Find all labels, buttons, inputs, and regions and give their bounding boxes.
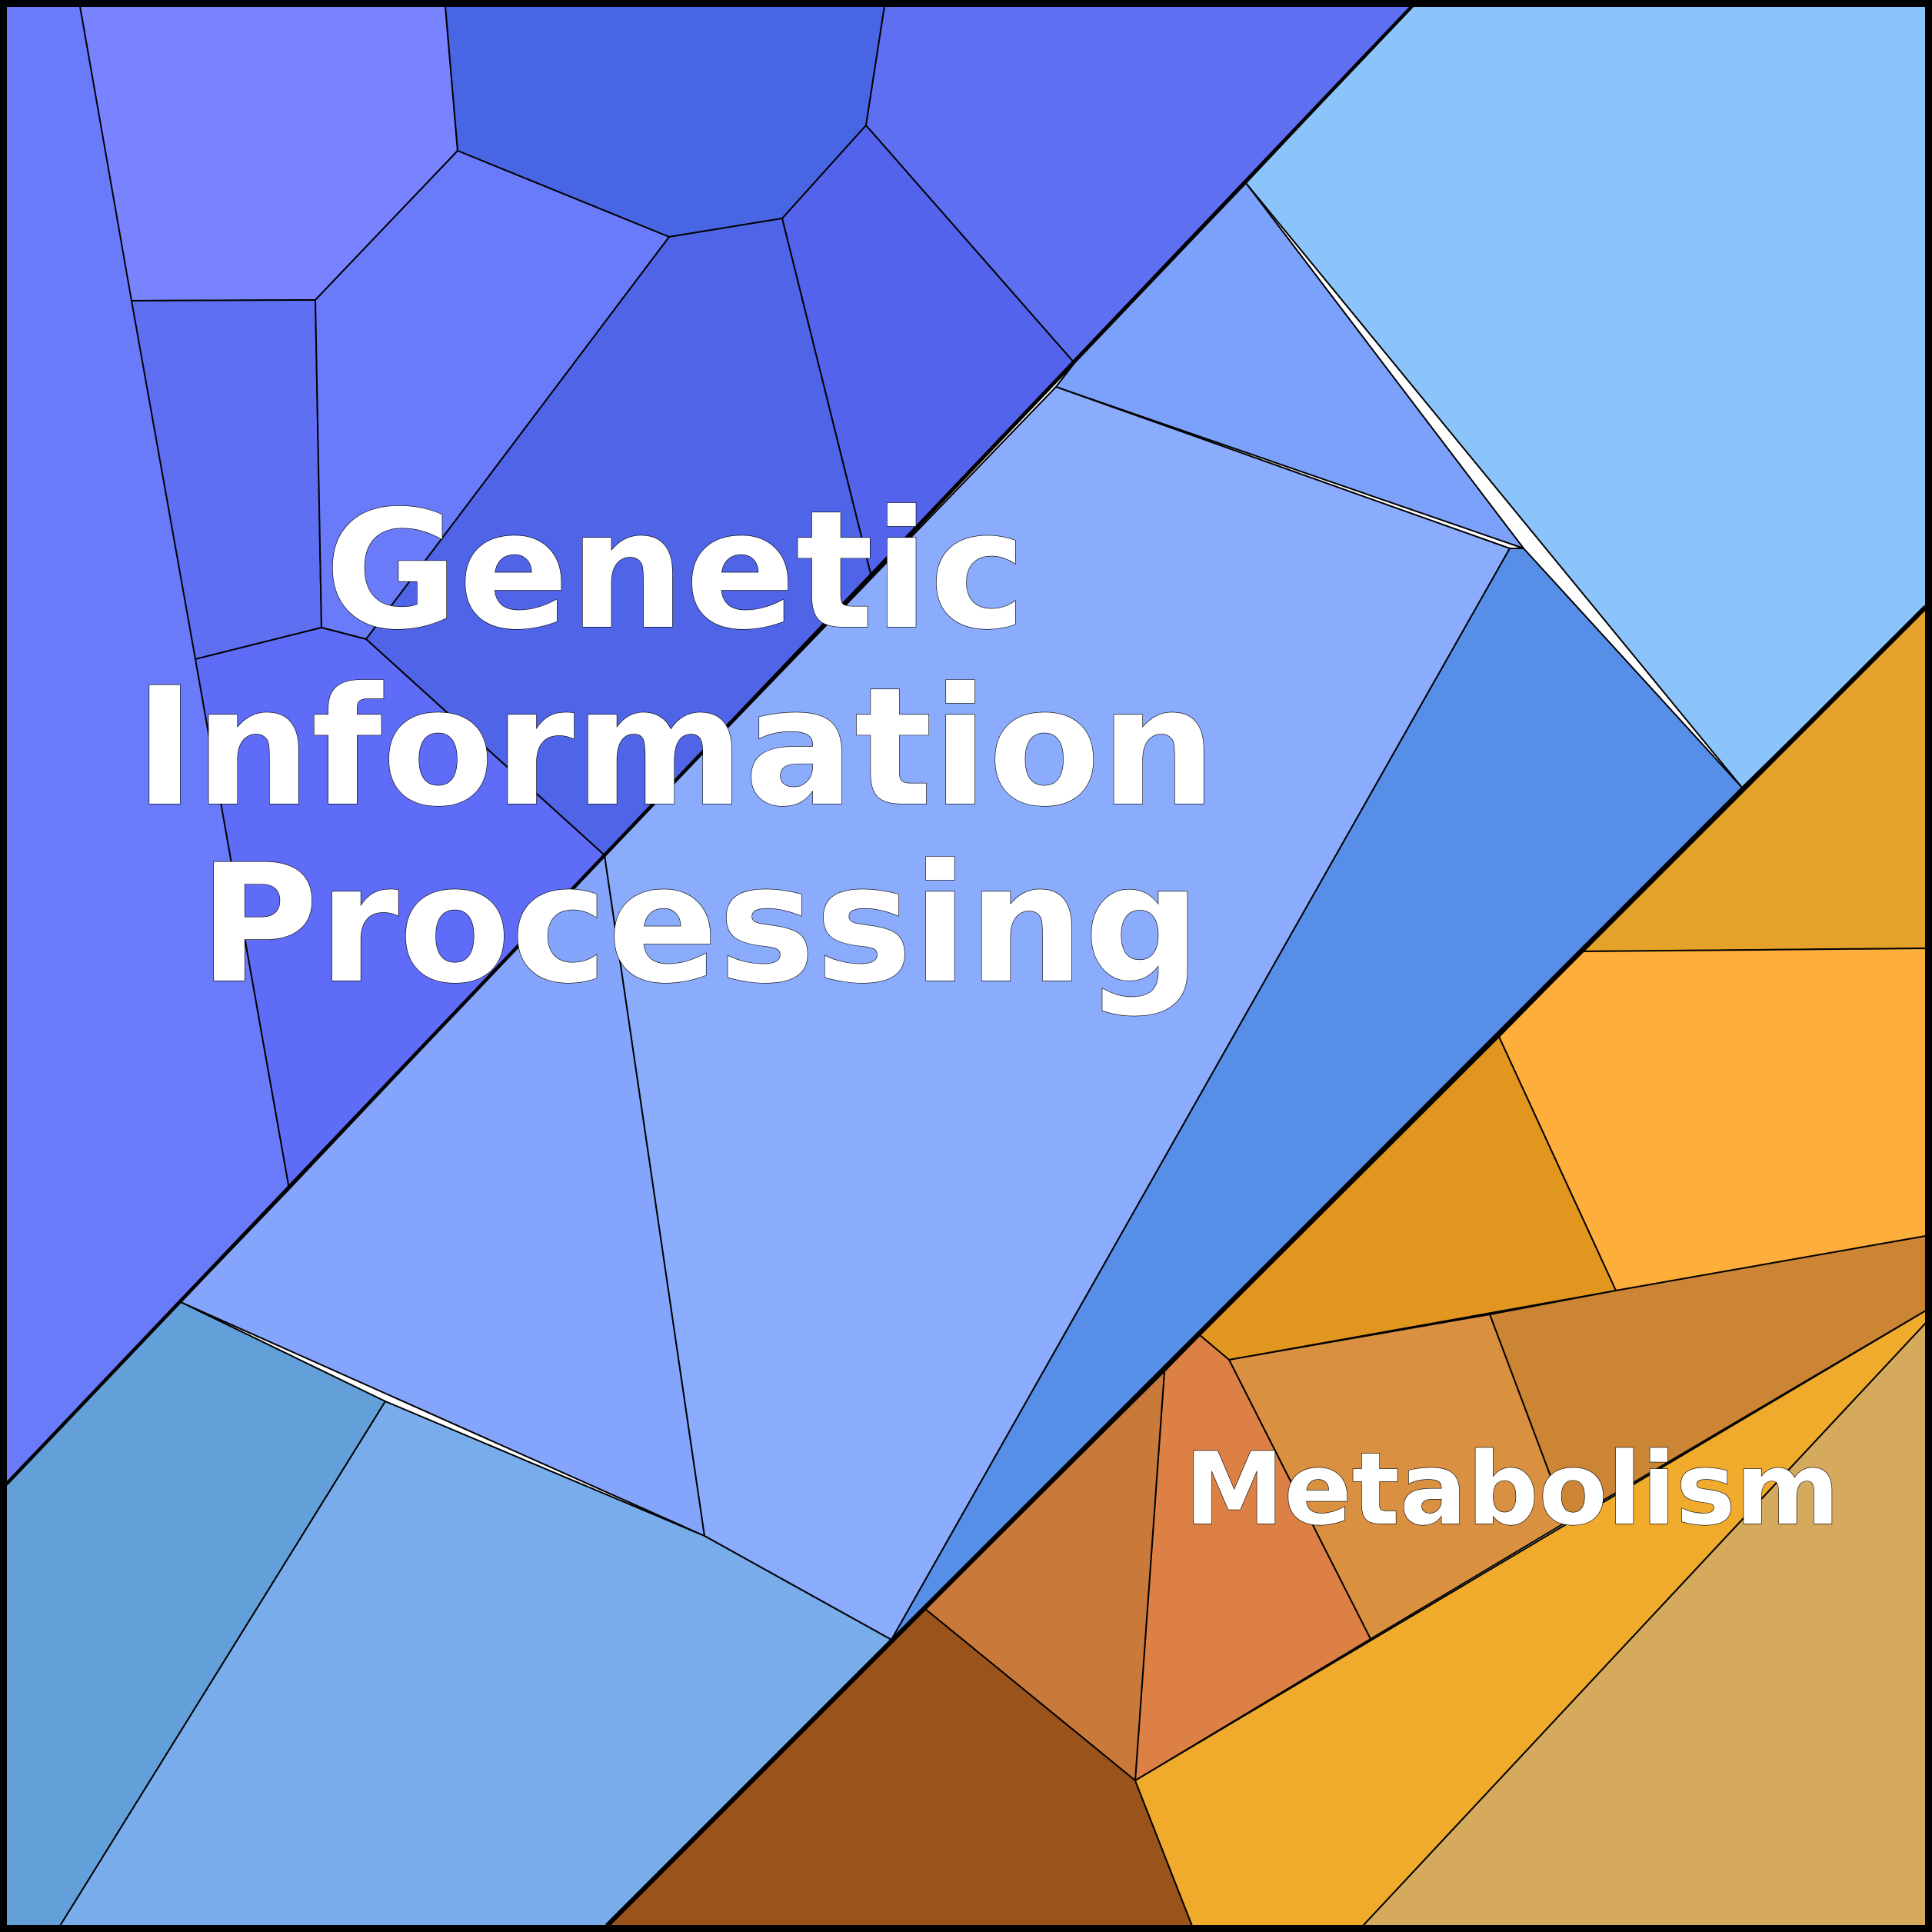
metabolism-region (606, 606, 1927, 1927)
label-line: Metabolism (1184, 1431, 1840, 1547)
category-label-metabolism: Metabolism (1184, 1431, 1840, 1547)
category-divider (5, 5, 1414, 1486)
cell (1489, 1235, 1927, 1522)
genetic-information-processing-region (5, 5, 1927, 1927)
category-divider (605, 605, 1928, 1928)
cell (195, 627, 605, 1190)
label-line: Genetic (325, 475, 1026, 665)
category-label-genetic-information-processing: Genetic Information Processing (135, 475, 1274, 1019)
label-line: Information (135, 652, 1217, 842)
label-line: Processing (199, 829, 1201, 1019)
